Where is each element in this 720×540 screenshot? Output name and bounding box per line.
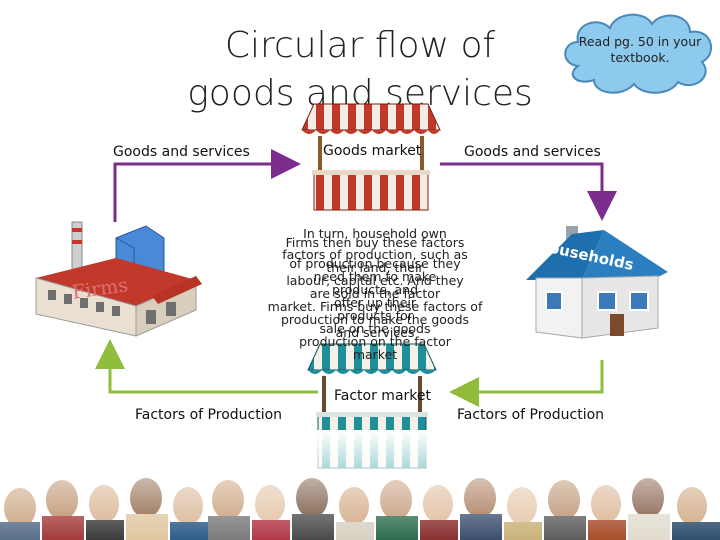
firms-line: need them to make (313, 269, 437, 284)
firms-line: Firms then buy these factors (285, 235, 465, 250)
firms-line: market (352, 347, 398, 362)
house-icon (526, 226, 668, 339)
firms-line: products, and (331, 282, 419, 297)
firms-line: offer up their (333, 295, 417, 310)
firms-line: production on the factor (299, 334, 451, 349)
hh-line: market. Firms buy these factors of (267, 299, 483, 314)
factors-right-label: Factors of Production (457, 407, 605, 423)
goods-arrow-left (113, 149, 301, 222)
crowd-photo-background (0, 430, 720, 540)
goods-market-stall-icon (301, 103, 441, 211)
title-line-1: Circular flow of (224, 25, 496, 66)
factors-arrow-left (95, 339, 318, 394)
firms-line: of production because they (289, 256, 461, 271)
factory-icon (35, 221, 202, 337)
page-title: Circular flow of goods and services (150, 22, 570, 118)
hh-line: production to make the goods (280, 312, 470, 327)
goods-market-label: Goods market (323, 143, 422, 159)
factors-arrow-right (449, 360, 604, 407)
hh-line: are sold in the factor (309, 286, 441, 301)
factor-market-label: Factor market (334, 388, 431, 404)
households-paragraph: In turn, household own factors of produc… (265, 227, 485, 339)
goods-services-left-label: Goods and services (113, 144, 250, 160)
goods-arrow-right (440, 162, 617, 221)
firms-line: sale on the goods (319, 321, 431, 336)
hh-line: labour, capital etc. And they (286, 273, 464, 288)
firms-line: products for (337, 308, 413, 323)
firms-paragraph: Firms then buy these factors of producti… (265, 236, 485, 361)
goods-services-right-label: Goods and services (464, 144, 601, 160)
hh-line: factors of production, such as (282, 247, 468, 262)
callout-text: Read pg. 50 in your textbook. (578, 34, 702, 65)
hh-line: their land, their (326, 260, 424, 275)
cloud-callout-shape (564, 13, 712, 94)
factors-left-label: Factors of Production (135, 407, 283, 423)
hh-line: In turn, household own (303, 226, 447, 241)
hh-line: and services (335, 325, 415, 340)
